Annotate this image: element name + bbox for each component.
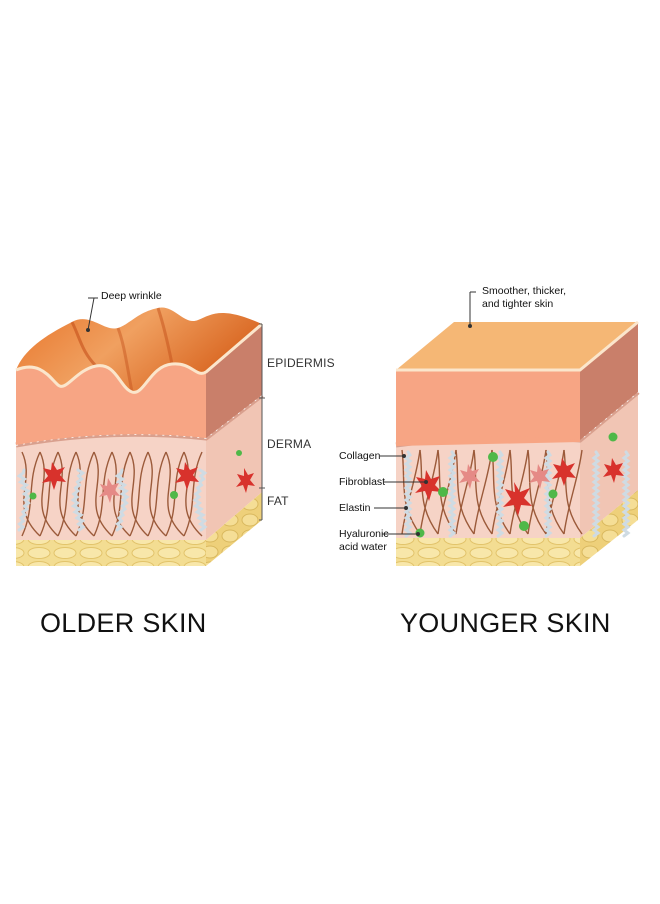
hyaluronic-droplet <box>548 489 558 499</box>
collagen-fiber <box>75 451 95 537</box>
epidermis-layer-front <box>396 370 580 442</box>
collagen-fiber <box>165 451 185 537</box>
fibroblast-cells <box>415 458 624 516</box>
smooth-skin-label: Smoother, thicker, and tighter skin <box>482 285 567 310</box>
hyaluronic-droplet <box>608 432 618 442</box>
deep-wrinkle-label: Deep wrinkle <box>101 290 162 302</box>
elastin-fiber <box>70 468 86 532</box>
hyaluronic-droplet <box>236 450 242 456</box>
collagen-fiber <box>563 449 583 535</box>
basement-membrane <box>15 393 264 448</box>
collagen-fiber <box>455 449 475 535</box>
collagen-fiber <box>39 451 59 537</box>
elastin-fiber <box>543 450 553 538</box>
deep-wrinkle-pointer <box>86 297 98 332</box>
elastin-fiber <box>621 450 631 538</box>
fibroblast-cell <box>236 468 255 493</box>
elastin-fiber <box>114 468 130 532</box>
elastin-fiber <box>403 450 413 538</box>
older-skin-block <box>15 297 265 566</box>
collagen-fiber <box>39 451 59 537</box>
derma-label: DERMA <box>267 437 312 451</box>
elastin-label: Elastin <box>339 502 371 514</box>
hyaluronic-label: Hyaluronic acid water <box>339 528 389 553</box>
layer-bracket <box>259 323 265 521</box>
epidermis-label: EPIDERMIS <box>267 356 335 370</box>
collagen-fiber <box>563 449 583 535</box>
collagen-fiber <box>455 449 475 535</box>
collagen-fiber <box>57 451 77 537</box>
fat-layer-front <box>396 538 580 566</box>
fat-layer-side <box>580 490 638 566</box>
elastin-fiber <box>495 450 505 538</box>
fibroblast-cell <box>99 478 120 503</box>
hyaluronic-droplet <box>170 491 178 499</box>
fibroblast-cell <box>459 464 480 489</box>
younger-skin-block <box>374 291 640 566</box>
elastin-fiber <box>192 468 208 532</box>
fibroblast-cells <box>42 462 255 503</box>
fibroblast-cell <box>552 458 576 486</box>
collagen-fiber <box>183 451 203 537</box>
fibroblast-cell <box>42 462 66 490</box>
collagen-fiber <box>473 449 493 535</box>
younger-skin-title: YOUNGER SKIN <box>400 608 611 638</box>
fibroblast-cell <box>415 470 442 501</box>
collagen-fiber <box>93 451 113 537</box>
fat-layer-side <box>206 492 262 566</box>
collagen-fiber <box>129 451 149 537</box>
fibroblast-label: Fibroblast <box>339 476 386 488</box>
epidermis-layer-side <box>580 322 638 440</box>
hyaluronic-droplet <box>519 521 529 531</box>
elastin-fiber <box>591 450 601 538</box>
smooth-skin-pointer <box>468 291 476 328</box>
elastin-fibers <box>403 450 631 538</box>
collagen-fiber <box>147 451 167 537</box>
older-skin-title: OLDER SKIN <box>40 608 207 638</box>
elastin-fibers <box>16 468 208 532</box>
fibroblast-cell <box>603 458 624 483</box>
fat-layer-front <box>16 540 206 566</box>
fibroblast-cell <box>503 482 532 516</box>
hyaluronic-droplets <box>29 450 242 500</box>
epidermis-layer-side <box>206 324 262 438</box>
hyaluronic-droplet <box>438 487 448 497</box>
collagen-fiber <box>75 451 95 537</box>
collagen-fiber <box>129 451 149 537</box>
collagen-fiber <box>147 451 167 537</box>
smooth-surface <box>396 322 638 370</box>
collagen-label: Collagen <box>339 450 381 462</box>
collagen-fiber <box>57 451 77 537</box>
elastin-fiber <box>447 450 457 538</box>
collagen-fiber <box>527 449 547 535</box>
hyaluronic-droplet <box>488 452 498 462</box>
collagen-fiber <box>183 451 203 537</box>
derma-layer-side <box>206 395 262 540</box>
hyaluronic-droplet <box>29 492 37 500</box>
elastin-fiber <box>16 468 32 532</box>
component-pointers <box>374 454 428 536</box>
collagen-fiber <box>419 449 439 535</box>
fat-label: FAT <box>267 494 289 508</box>
collagen-fiber <box>401 449 421 535</box>
wrinkled-surface <box>16 307 262 393</box>
hyaluronic-droplets <box>415 432 618 538</box>
epidermis-layer-front <box>16 363 206 445</box>
fibroblast-cell <box>175 462 199 490</box>
fibroblast-cell <box>529 464 550 489</box>
